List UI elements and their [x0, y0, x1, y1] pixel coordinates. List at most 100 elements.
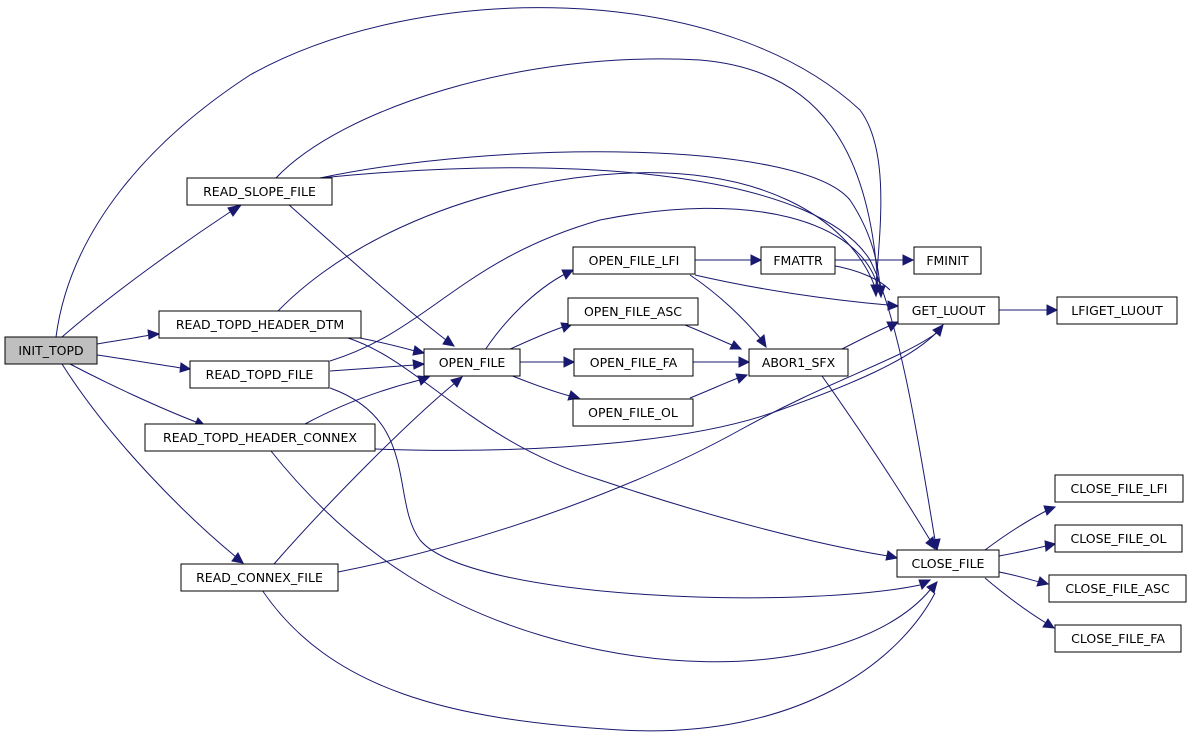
edge-open-file-to-open-file-asc	[507, 326, 564, 351]
node-label: READ_TOPD_FILE	[206, 367, 314, 382]
node-read-topd-header-connex[interactable]: READ_TOPD_HEADER_CONNEX	[144, 423, 376, 452]
edge-read-topd-header-dtm-to-get-luout	[265, 172, 876, 325]
edge-read-topd-file-to-open-file	[329, 364, 416, 372]
arrowhead	[561, 269, 575, 280]
edge-close-file-to-close-file-fa	[984, 577, 1047, 624]
arrowhead	[1046, 304, 1059, 316]
edge-read-connex-file-to-open-file	[273, 382, 456, 565]
node-close-file-lfi[interactable]: CLOSE_FILE_LFI	[1054, 474, 1184, 503]
arrowhead	[412, 345, 426, 356]
node-label: OPEN_FILE	[439, 355, 506, 370]
edge-close-file-to-close-file-lfi	[984, 510, 1047, 551]
arrowhead	[1043, 505, 1057, 516]
edge-open-file-ol-to-abor1-sfx	[689, 377, 739, 399]
node-label: READ_TOPD_HEADER_DTM	[176, 317, 344, 332]
edge-open-file-lfi-to-get-luout	[694, 274, 889, 306]
node-label: GET_LUOUT	[912, 303, 986, 318]
edge-read-slope-file-to-close-file	[319, 167, 936, 541]
node-label: ABOR1_SFX	[762, 355, 836, 370]
edge-open-file-to-open-file-ol	[509, 374, 571, 397]
node-abor1-sfx[interactable]: ABOR1_SFX	[748, 348, 849, 377]
edges-layer	[55, 7, 1059, 732]
arrowhead	[885, 550, 899, 561]
edge-open-file-asc-to-abor1-sfx	[684, 324, 733, 346]
arrowhead	[563, 356, 576, 368]
edge-read-topd-file-to-close-file	[329, 387, 921, 599]
arrowhead	[887, 300, 900, 311]
node-read-topd-file[interactable]: READ_TOPD_FILE	[189, 360, 330, 389]
node-open-file-fa[interactable]: OPEN_FILE_FA	[573, 348, 694, 377]
node-label: READ_CONNEX_FILE	[196, 570, 323, 585]
arrowhead	[925, 536, 936, 551]
arrowhead	[750, 254, 763, 266]
edge-init-topd-to-read-connex-file	[61, 363, 237, 558]
arrowhead	[147, 329, 161, 340]
node-close-file-asc[interactable]: CLOSE_FILE_ASC	[1048, 574, 1187, 603]
node-read-slope-file[interactable]: READ_SLOPE_FILE	[186, 177, 333, 206]
node-read-topd-header-dtm[interactable]: READ_TOPD_HEADER_DTM	[158, 310, 362, 339]
edge-abor1-sfx-to-close-file	[821, 375, 931, 541]
arrowhead	[442, 335, 455, 347]
edge-read-topd-header-connex-to-open-file	[304, 379, 421, 425]
node-label: OPEN_FILE_ASC	[584, 304, 682, 319]
edge-close-file-to-close-file-ol	[998, 545, 1047, 557]
node-fminit[interactable]: FMINIT	[913, 246, 982, 275]
arrowhead	[738, 356, 751, 368]
edge-init-topd-to-read-topd-file	[96, 354, 182, 369]
node-lfiget-luout[interactable]: LFIGET_LUOUT	[1056, 296, 1178, 325]
edge-read-connex-file-to-get-luout	[337, 331, 939, 573]
edge-read-slope-file-to-get-luout-outer	[275, 58, 879, 288]
edge-read-connex-file-to-close-file	[261, 589, 936, 732]
node-label: CLOSE_FILE_LFI	[1071, 481, 1168, 496]
node-open-file-ol[interactable]: OPEN_FILE_OL	[572, 398, 694, 427]
arrowhead	[450, 376, 463, 388]
node-open-file-asc[interactable]: OPEN_FILE_ASC	[567, 297, 699, 326]
node-fmattr[interactable]: FMATTR	[760, 246, 836, 275]
node-label: OPEN_FILE_OL	[588, 405, 678, 420]
node-get-luout[interactable]: GET_LUOUT	[897, 296, 1000, 325]
arrowhead	[886, 321, 900, 332]
arrowhead	[1042, 618, 1055, 629]
nodes-layer: INIT_TOPD READ_SLOPE_FILE READ_TOPD_HEAD…	[4, 177, 1187, 653]
arrowhead	[1036, 576, 1050, 587]
arrowhead	[735, 373, 749, 384]
node-label: OPEN_FILE_FA	[590, 355, 678, 370]
edge-read-topd-header-dtm-to-close-file	[344, 336, 889, 557]
edge-close-file-to-close-file-asc	[998, 571, 1040, 583]
node-label: CLOSE_FILE_ASC	[1065, 581, 1170, 596]
node-close-file-fa[interactable]: CLOSE_FILE_FA	[1054, 624, 1182, 653]
node-label: READ_TOPD_HEADER_CONNEX	[163, 430, 357, 445]
edge-init-topd-to-read-slope-file	[61, 209, 234, 338]
arrowhead	[412, 359, 426, 370]
arrowhead	[1044, 540, 1057, 552]
arrowhead	[231, 552, 244, 564]
node-init-topd[interactable]: INIT_TOPD	[4, 336, 98, 365]
arrowhead	[918, 579, 932, 590]
edge-init-topd-to-read-topd-header-dtm	[96, 334, 151, 345]
node-label: FMATTR	[773, 253, 823, 268]
arrowhead	[756, 334, 767, 349]
node-label: LFIGET_LUOUT	[1071, 303, 1163, 318]
edge-read-slope-file-to-open-file	[287, 203, 447, 341]
edge-init-topd-to-get-luout	[55, 7, 882, 338]
node-label: READ_SLOPE_FILE	[203, 184, 316, 199]
node-label: INIT_TOPD	[18, 343, 83, 358]
edge-read-topd-file-to-get-luout	[329, 207, 879, 362]
edge-read-topd-header-dtm-to-open-file	[359, 337, 416, 352]
edge-init-topd-to-read-topd-header-connex	[69, 363, 197, 423]
node-open-file[interactable]: OPEN_FILE	[423, 348, 521, 377]
arrowhead	[902, 254, 915, 266]
node-open-file-lfi[interactable]: OPEN_FILE_LFI	[572, 246, 696, 275]
node-close-file[interactable]: CLOSE_FILE	[896, 549, 1000, 578]
arrowhead	[926, 581, 938, 594]
edge-open-file-lfi-to-abor1-sfx	[689, 274, 761, 339]
edge-read-slope-file-to-get-luout	[319, 151, 881, 288]
edge-read-topd-header-connex-to-get-luout	[374, 331, 938, 451]
node-read-connex-file[interactable]: READ_CONNEX_FILE	[180, 563, 339, 592]
edge-fmattr-to-get-luout	[829, 264, 891, 291]
node-label: CLOSE_FILE_OL	[1071, 531, 1167, 546]
node-close-file-ol[interactable]: CLOSE_FILE_OL	[1054, 524, 1183, 553]
node-label: CLOSE_FILE	[912, 556, 985, 571]
